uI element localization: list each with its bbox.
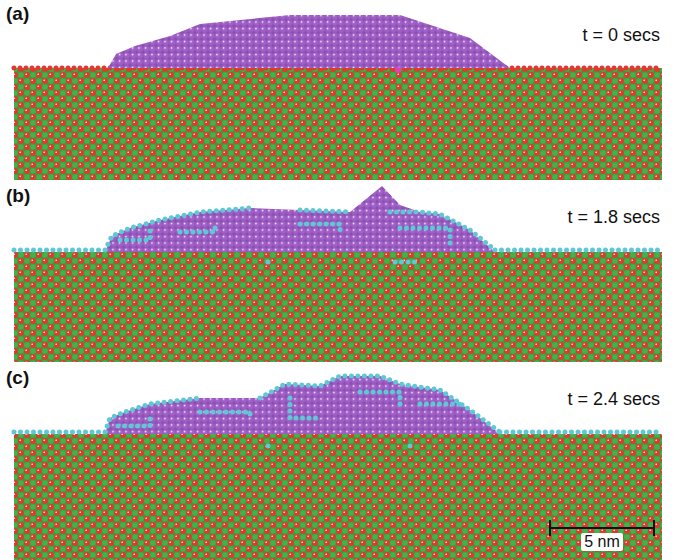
substrate <box>14 434 662 560</box>
island <box>105 376 500 434</box>
defect-atom <box>395 67 401 73</box>
panel-letter: (b) <box>6 186 30 207</box>
panel-letter: (a) <box>6 4 29 25</box>
island <box>105 186 495 252</box>
time-stamp: t = 2.4 secs <box>567 390 660 410</box>
panel-letter: (c) <box>6 368 29 389</box>
surface-atoms <box>14 208 662 262</box>
scale-label: 5 nm <box>581 533 623 551</box>
substrate <box>14 252 662 362</box>
island <box>108 15 510 68</box>
time-stamp: t = 0 secs <box>582 26 660 46</box>
surface-atoms <box>14 376 662 446</box>
substrate <box>14 68 662 180</box>
time-stamp: t = 1.8 secs <box>567 208 660 228</box>
